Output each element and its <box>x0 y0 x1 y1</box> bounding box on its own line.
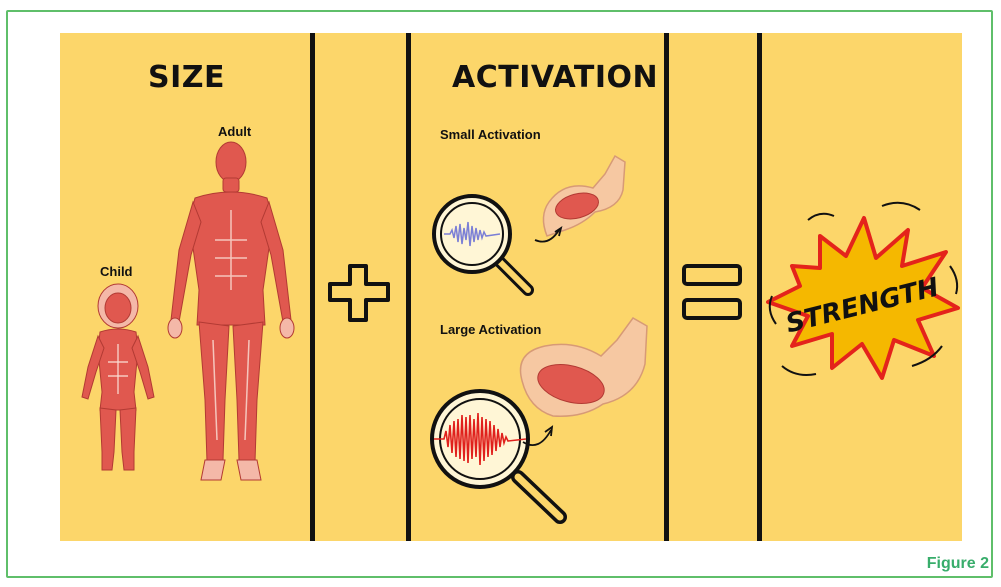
adult-muscle-figure-icon <box>165 140 305 485</box>
arm-muscle-icon-small <box>525 150 630 250</box>
figure-caption: Figure 2 <box>927 555 989 573</box>
plus-icon <box>326 262 392 324</box>
divider-3 <box>664 33 669 541</box>
activation-heading: ACTIVATION <box>452 60 658 95</box>
adult-label: Adult <box>218 124 251 139</box>
arm-muscle-icon-large <box>505 312 655 462</box>
divider-2 <box>406 33 411 541</box>
burst-icon: STRENGTH <box>762 196 962 396</box>
divider-1 <box>310 33 315 541</box>
small-activation-label: Small Activation <box>440 127 541 142</box>
equals-icon <box>680 260 744 326</box>
magnifier-icon-small <box>430 190 540 300</box>
child-label: Child <box>100 264 133 279</box>
size-heading: SIZE <box>148 60 225 95</box>
child-muscle-figure-icon <box>78 282 158 482</box>
